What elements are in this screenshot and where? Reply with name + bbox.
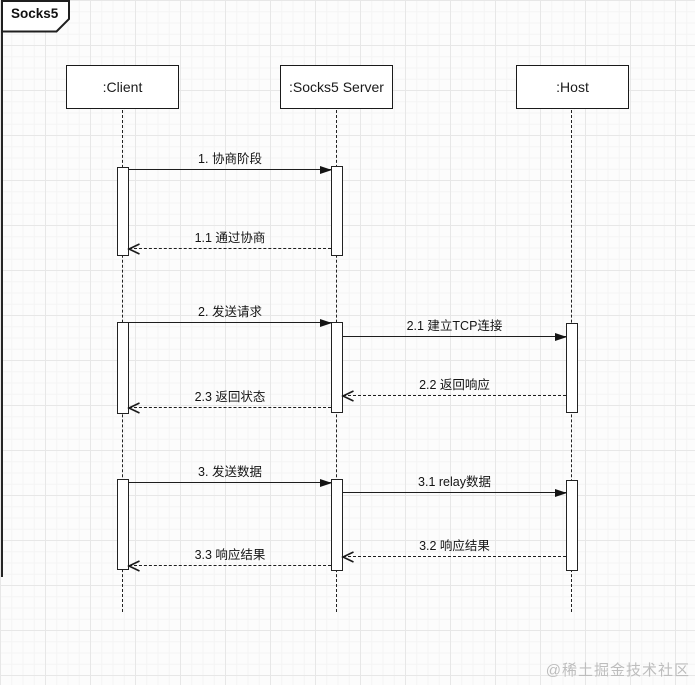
message-1-label: 1. 协商阶段: [198, 152, 262, 166]
message-3-1-label: 3.1 relay数据: [418, 475, 491, 489]
arrowhead-open-left-icon: [127, 243, 140, 255]
arrowhead-filled-right-icon: [320, 166, 332, 174]
message-2-2-label: 2.2 返回响应: [419, 378, 490, 392]
message-1-1: 1.1 通过协商: [127, 231, 331, 255]
message-2: 2. 发送请求: [129, 305, 332, 327]
participant-host-label: :Host: [556, 79, 589, 95]
activation-host-2: [566, 323, 578, 413]
frame-tab-shape: [1, 0, 70, 33]
participant-socks5-server: :Socks5 Server: [280, 65, 393, 109]
message-3-line: [129, 482, 331, 483]
message-2-2-line: [343, 395, 566, 396]
participant-host: :Host: [516, 65, 629, 109]
participant-socks5-server-label: :Socks5 Server: [289, 79, 384, 95]
message-2-line: [129, 322, 331, 323]
message-2-2: 2.2 返回响应: [341, 378, 566, 402]
activation-client-3: [117, 479, 129, 570]
message-3-2-line: [343, 556, 566, 557]
arrowhead-filled-right-icon: [555, 333, 567, 341]
message-2-label: 2. 发送请求: [198, 305, 262, 319]
message-3-3: 3.3 响应结果: [127, 548, 331, 572]
message-3-1-line: [343, 492, 566, 493]
frame-title-tab: Socks5: [1, 0, 73, 34]
arrowhead-open-left-icon: [341, 551, 354, 563]
activation-server-1: [331, 166, 343, 256]
arrowhead-open-left-icon: [127, 402, 140, 414]
activation-server-3: [331, 479, 343, 571]
activation-client-2: [117, 322, 129, 414]
message-2-3: 2.3 返回状态: [127, 390, 331, 414]
arrowhead-filled-right-icon: [320, 479, 332, 487]
frame-title: Socks5: [11, 6, 59, 21]
arrowhead-filled-right-icon: [320, 319, 332, 327]
message-3-label: 3. 发送数据: [198, 465, 262, 479]
message-3: 3. 发送数据: [129, 465, 332, 487]
message-3-2-label: 3.2 响应结果: [419, 539, 490, 553]
arrowhead-filled-right-icon: [555, 489, 567, 497]
message-3-3-line: [129, 565, 331, 566]
arrowhead-open-left-icon: [341, 390, 354, 402]
message-2-3-label: 2.3 返回状态: [194, 390, 266, 404]
message-1-1-line: [129, 248, 331, 249]
activation-client-1: [117, 167, 129, 256]
message-3-1: 3.1 relay数据: [343, 475, 567, 497]
message-3-2: 3.2 响应结果: [341, 539, 566, 563]
participant-client: :Client: [66, 65, 179, 109]
message-3-3-label: 3.3 响应结果: [194, 548, 266, 562]
arrowhead-open-left-icon: [127, 560, 140, 572]
message-1-line: [129, 169, 331, 170]
message-2-1-line: [343, 336, 566, 337]
message-2-1-label: 2.1 建立TCP连接: [406, 319, 503, 333]
activation-host-3: [566, 480, 578, 571]
watermark: @稀土掘金技术社区: [545, 662, 690, 679]
participant-client-label: :Client: [102, 79, 143, 95]
message-1: 1. 协商阶段: [129, 152, 332, 174]
frame-left-border: [1, 32, 3, 577]
message-2-1: 2.1 建立TCP连接: [343, 319, 567, 341]
message-2-3-line: [129, 407, 331, 408]
message-1-1-label: 1.1 通过协商: [194, 231, 266, 245]
activation-server-2: [331, 322, 343, 413]
